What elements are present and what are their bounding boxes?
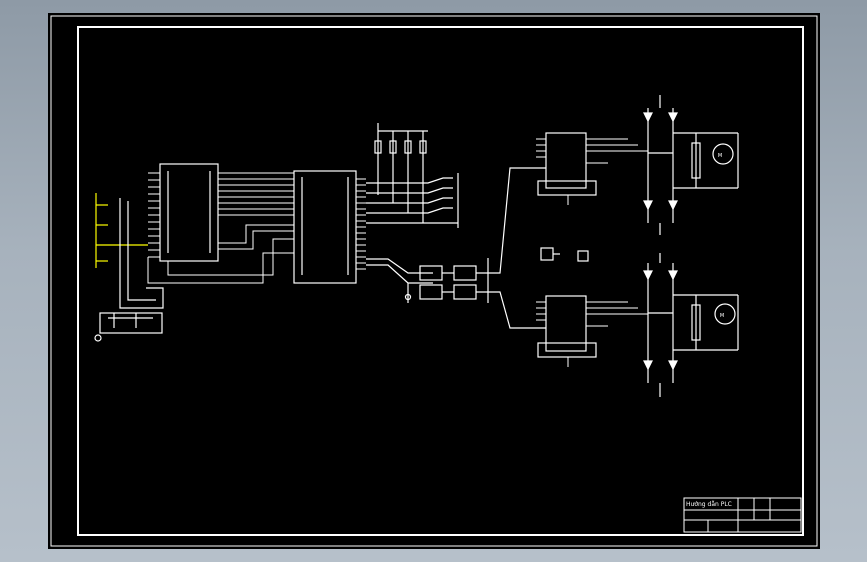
schematic-canvas: M M xyxy=(50,15,818,547)
motor-top-label: M xyxy=(718,153,722,159)
driver-bottom-pins xyxy=(536,301,648,367)
driver-top-pins xyxy=(536,138,648,205)
driver-top-chip xyxy=(518,132,597,196)
h-bridge-top xyxy=(643,95,739,235)
motor-bottom-symbol xyxy=(714,303,736,325)
drawing-sheet: M M Hướng dẫn PLC xyxy=(48,13,820,549)
switch-array xyxy=(366,123,459,228)
driver-bottom-chip xyxy=(518,295,597,358)
outer-border xyxy=(50,15,818,547)
mcu-pins xyxy=(148,172,160,258)
input-lines xyxy=(95,193,148,268)
small-components xyxy=(540,247,589,262)
title-block-title: Hướng dẫn PLC xyxy=(686,501,732,508)
motor-bottom-label: M xyxy=(720,313,724,319)
latch-pins xyxy=(356,178,366,270)
title-block xyxy=(683,497,802,533)
latch-chip xyxy=(293,170,357,284)
motor-top-symbol xyxy=(712,143,734,165)
data-bus xyxy=(147,172,294,284)
clock-circuit xyxy=(94,198,164,342)
inner-border xyxy=(77,26,804,536)
h-bridge-bottom xyxy=(643,253,739,397)
transistor-stage xyxy=(366,167,518,329)
mcu-chip xyxy=(159,163,219,262)
